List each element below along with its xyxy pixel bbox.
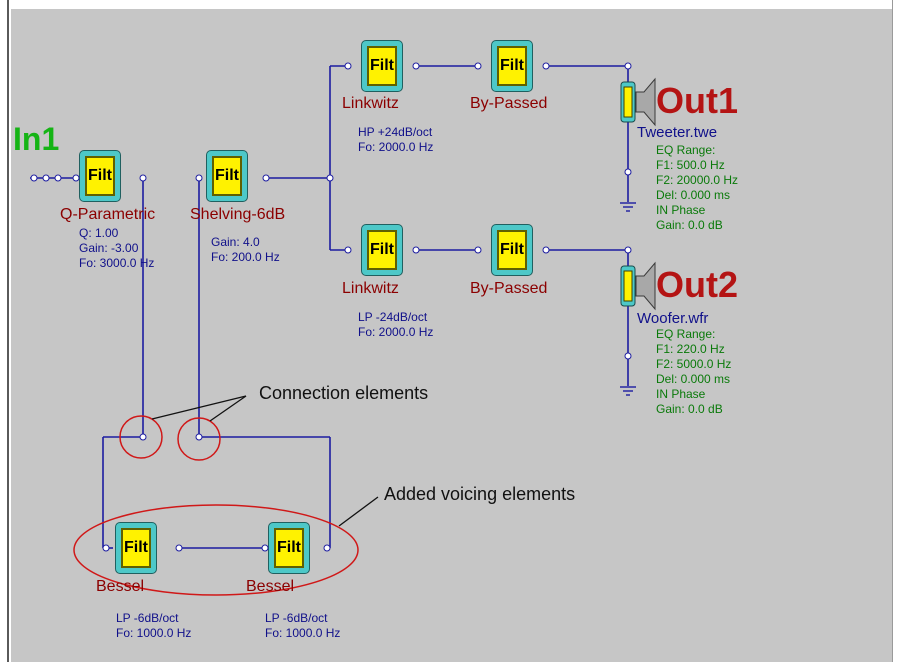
window-frame-right: [892, 0, 906, 662]
q-parametric-out-node[interactable]: [139, 174, 147, 182]
bessel-1-in-node[interactable]: [102, 544, 110, 552]
lp-linkwitz-in-node[interactable]: [344, 246, 352, 254]
ground-symbols: [620, 202, 636, 396]
window-frame-top: [9, 0, 906, 9]
filter-glyph: Filt: [121, 528, 151, 568]
hp-linkwitz-in-node[interactable]: [344, 62, 352, 70]
filter-glyph: Filt: [367, 46, 397, 86]
out2-ground-node[interactable]: [624, 352, 632, 360]
filter-name-hp-bypassed: By-Passed: [470, 95, 548, 112]
output-label-out1: Out1: [656, 80, 739, 121]
shelving-out-node[interactable]: [262, 174, 270, 182]
filter-block-hp-linkwitz[interactable]: Filt: [361, 40, 403, 92]
output-label-out2: Out2: [656, 264, 739, 305]
filter-params-hp-linkwitz: HP +24dB/oct Fo: 2000.0 Hz: [358, 125, 434, 154]
filter-glyph: Filt: [497, 230, 527, 270]
filter-block-shelving[interactable]: Filt: [206, 150, 248, 202]
output-settings-out2: EQ Range: F1: 220.0 Hz F2: 5000.0 Hz Del…: [656, 327, 732, 416]
wires: [30, 65, 629, 549]
diagram-panel[interactable]: [11, 9, 892, 662]
filter-block-lp-linkwitz[interactable]: Filt: [361, 224, 403, 276]
filter-name-lp-linkwitz: Linkwitz: [342, 280, 399, 297]
hp-bypassed-in-node[interactable]: [474, 62, 482, 70]
filter-block-q-parametric[interactable]: Filt: [79, 150, 121, 202]
window-frame-left: [0, 0, 9, 662]
filter-name-shelving: Shelving-6dB: [190, 206, 286, 223]
hp-linkwitz-out-node[interactable]: [412, 62, 420, 70]
out1-ground-node[interactable]: [624, 168, 632, 176]
bus-junction-node[interactable]: [326, 174, 334, 182]
bessel-2-out-node[interactable]: [323, 544, 331, 552]
filter-params-q-parametric: Q: 1.00 Gain: -3.00 Fo: 3000.0 Hz: [79, 226, 155, 270]
lp-bypassed-in-node[interactable]: [474, 246, 482, 254]
input-node[interactable]: [54, 174, 62, 182]
filter-glyph: Filt: [274, 528, 304, 568]
hp-bypassed-out-node[interactable]: [542, 62, 550, 70]
connection-element-node[interactable]: [195, 433, 203, 441]
speaker-icon-out1: [620, 77, 656, 127]
bessel-2-in-node[interactable]: [261, 544, 269, 552]
filter-name-q-parametric: Q-Parametric: [60, 206, 156, 223]
q-parametric-in-node[interactable]: [72, 174, 80, 182]
shelving-in-node[interactable]: [195, 174, 203, 182]
out2-in-node[interactable]: [624, 246, 632, 254]
lp-bypassed-out-node[interactable]: [542, 246, 550, 254]
filter-glyph: Filt: [367, 230, 397, 270]
filter-block-hp-bypassed[interactable]: Filt: [491, 40, 533, 92]
connection-element-node[interactable]: [139, 433, 147, 441]
filter-glyph: Filt: [85, 156, 115, 196]
annotation-pointers: [151, 395, 379, 527]
filter-glyph: Filt: [497, 46, 527, 86]
filter-name-lp-bypassed: By-Passed: [470, 280, 548, 297]
filter-params-shelving: Gain: 4.0 Fo: 200.0 Hz: [211, 235, 280, 264]
bessel-1-out-node[interactable]: [175, 544, 183, 552]
filter-params-bessel-2: LP -6dB/oct Fo: 1000.0 Hz: [265, 611, 341, 640]
annotation-connection-elements: Connection elements: [259, 383, 429, 403]
speaker-icon-out2: [620, 261, 656, 311]
filter-block-bessel-2[interactable]: Filt: [268, 522, 310, 574]
input-node[interactable]: [42, 174, 50, 182]
filter-params-lp-linkwitz: LP -24dB/oct Fo: 2000.0 Hz: [358, 310, 434, 339]
input-label: In1: [13, 121, 60, 157]
input-node[interactable]: [30, 174, 38, 182]
filter-name-bessel-1: Bessel: [96, 578, 145, 595]
filter-block-bessel-1[interactable]: Filt: [115, 522, 157, 574]
driver-name-out2: Woofer.wfr: [637, 310, 709, 327]
lp-linkwitz-out-node[interactable]: [412, 246, 420, 254]
annotation-markers: [73, 415, 359, 596]
output-settings-out1: EQ Range: F1: 500.0 Hz F2: 20000.0 Hz De…: [656, 143, 739, 232]
filter-glyph: Filt: [212, 156, 242, 196]
out1-in-node[interactable]: [624, 62, 632, 70]
annotation-voicing-elements: Added voicing elements: [384, 484, 576, 504]
filter-name-bessel-2: Bessel: [246, 578, 295, 595]
filter-name-hp-linkwitz: Linkwitz: [342, 95, 399, 112]
filter-params-bessel-1: LP -6dB/oct Fo: 1000.0 Hz: [116, 611, 192, 640]
filter-block-lp-bypassed[interactable]: Filt: [491, 224, 533, 276]
driver-name-out1: Tweeter.twe: [637, 124, 718, 141]
